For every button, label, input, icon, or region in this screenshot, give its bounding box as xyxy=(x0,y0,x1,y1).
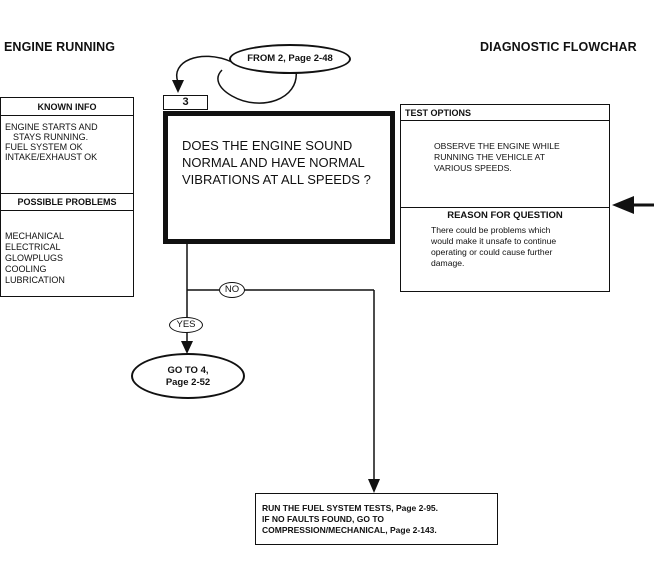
from-reference-text: FROM 2, Page 2-48 xyxy=(247,53,333,64)
from-reference-ellipse: FROM 2, Page 2-48 xyxy=(229,44,351,74)
possible-problem-item: COOLING xyxy=(5,264,47,274)
reason-line: There could be problems which xyxy=(431,225,551,235)
no-arrowhead xyxy=(368,479,380,493)
no-action-line: RUN THE FUEL SYSTEM TESTS, Page 2-95. xyxy=(262,503,439,513)
reason-title: REASON FOR QUESTION xyxy=(447,210,563,221)
yes-label-oval: YES xyxy=(169,317,203,333)
test-option-line: RUNNING THE VEHICLE AT xyxy=(434,152,545,162)
no-action-line: COMPRESSION/MECHANICAL, Page 2-143. xyxy=(262,525,437,535)
known-info-title: KNOWN INFO xyxy=(37,102,97,112)
question-line: NORMAL AND HAVE NORMAL xyxy=(182,155,365,170)
goto-yes-line: GO TO 4, xyxy=(167,365,209,376)
step-number-box: 3 xyxy=(163,95,208,110)
possible-problem-item: LUBRICATION xyxy=(5,275,65,285)
goto-yes-line: Page 2-52 xyxy=(165,377,211,388)
from-connector-left xyxy=(175,55,233,83)
test-option-line: VARIOUS SPEEDS. xyxy=(434,163,512,173)
from-arrowhead xyxy=(172,80,184,93)
step-number: 3 xyxy=(182,96,189,108)
no-action-box: RUN THE FUEL SYSTEM TESTS, Page 2-95. IF… xyxy=(255,493,498,545)
yes-arrowhead xyxy=(181,341,193,354)
header-right: DIAGNOSTIC FLOWCHAR xyxy=(480,40,637,54)
known-info-line: FUEL SYSTEM OK xyxy=(5,142,83,152)
known-info-line: ENGINE STARTS AND xyxy=(5,122,98,132)
reason-line: would make it unsafe to continue xyxy=(431,236,557,246)
possible-problem-item: ELECTRICAL xyxy=(5,242,61,252)
possible-problem-item: MECHANICAL xyxy=(5,231,65,241)
question-line: VIBRATIONS AT ALL SPEEDS ? xyxy=(182,172,371,187)
goto-yes-ellipse: GO TO 4, Page 2-52 xyxy=(131,353,245,399)
no-label: NO xyxy=(224,284,240,295)
possible-problem-item: GLOWPLUGS xyxy=(5,253,64,263)
known-info-line: STAYS RUNNING. xyxy=(13,132,89,142)
test-options-title: TEST OPTIONS xyxy=(405,108,472,118)
reason-line: damage. xyxy=(431,258,465,268)
known-info-panel: KNOWN INFO ENGINE STARTS AND STAYS RUNNI… xyxy=(0,97,134,297)
test-options-panel: TEST OPTIONS OBSERVE THE ENGINE WHILE RU… xyxy=(400,104,610,292)
test-option-line: OBSERVE THE ENGINE WHILE xyxy=(434,141,560,151)
no-label-oval: NO xyxy=(219,282,245,298)
question-line: DOES THE ENGINE SOUND xyxy=(182,138,353,153)
question-box: DOES THE ENGINE SOUND NORMAL AND HAVE NO… xyxy=(163,111,395,244)
yes-label: YES xyxy=(176,319,196,330)
possible-problems-title: POSSIBLE PROBLEMS xyxy=(17,197,117,207)
incoming-arrowhead xyxy=(612,196,634,214)
header-left: ENGINE RUNNING xyxy=(4,40,116,54)
reason-line: operating or could cause further xyxy=(431,247,553,257)
known-info-line: INTAKE/EXHAUST OK xyxy=(5,152,98,162)
no-action-line: IF NO FAULTS FOUND, GO TO xyxy=(262,514,384,524)
from-connector-loop xyxy=(217,69,297,104)
